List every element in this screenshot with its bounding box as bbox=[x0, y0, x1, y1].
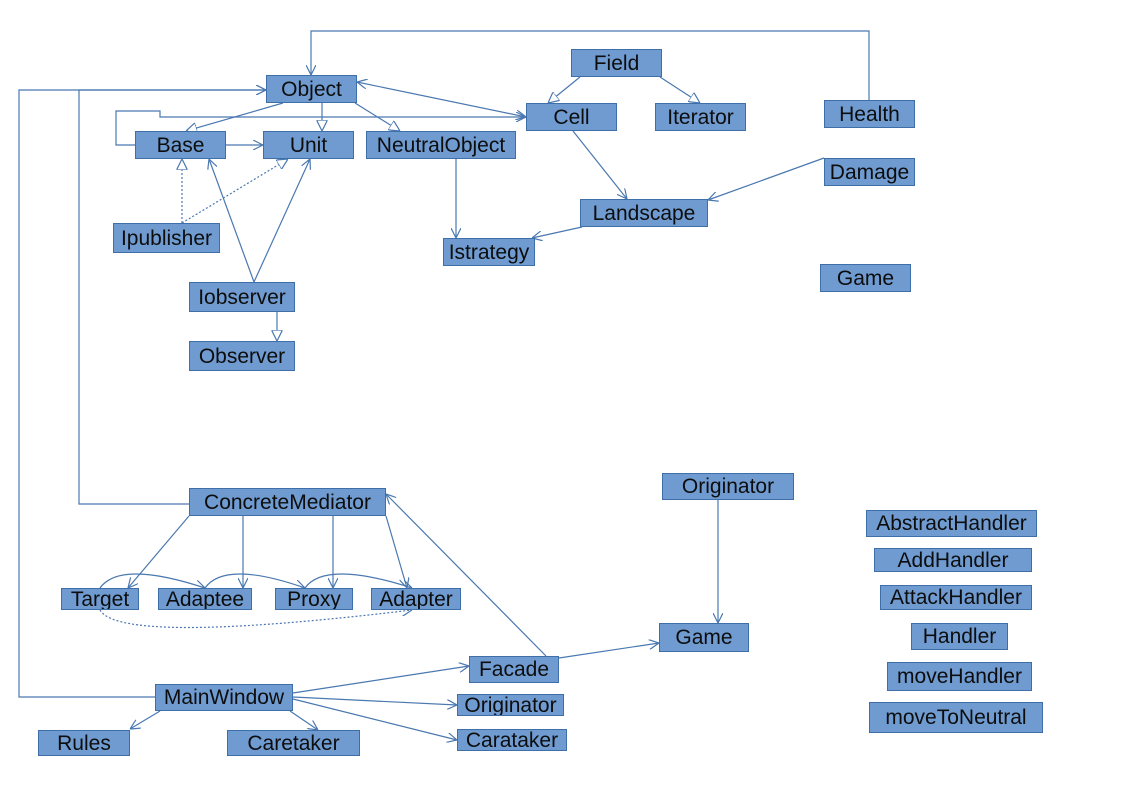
class-rules[interactable]: Rules bbox=[38, 730, 130, 756]
edge-object-to-cell bbox=[357, 82, 526, 117]
edge-mainwindow-to-rules bbox=[130, 710, 161, 729]
edge-damage-to-landscape bbox=[708, 157, 825, 200]
class-iterator[interactable]: Iterator bbox=[655, 103, 746, 131]
class-attackhandler[interactable]: AttackHandler bbox=[880, 585, 1032, 610]
class-observer[interactable]: Observer bbox=[189, 341, 295, 371]
class-health[interactable]: Health bbox=[824, 100, 915, 128]
class-iobserver[interactable]: Iobserver bbox=[189, 282, 295, 312]
edge-target-to-adaptee bbox=[99, 573, 205, 588]
class-concretemediator[interactable]: ConcreteMediator bbox=[189, 488, 386, 516]
class-istrategy[interactable]: Istrategy bbox=[443, 238, 535, 266]
class-originator-top[interactable]: Originator bbox=[662, 473, 794, 500]
class-landscape[interactable]: Landscape bbox=[580, 199, 708, 227]
class-object[interactable]: Object bbox=[266, 75, 357, 103]
edge-mainwindow-to-facade bbox=[292, 666, 469, 694]
edge-facade-to-concretemediator bbox=[386, 494, 547, 657]
class-proxy[interactable]: Proxy bbox=[275, 588, 353, 610]
edge-base-to-cell bbox=[115, 110, 526, 146]
class-target[interactable]: Target bbox=[61, 588, 139, 610]
class-movetoneutral[interactable]: moveToNeutral bbox=[869, 702, 1043, 733]
class-handler[interactable]: Handler bbox=[911, 623, 1008, 650]
edge-health-to-object bbox=[311, 30, 870, 100]
class-neutralobject[interactable]: NeutralObject bbox=[366, 131, 516, 159]
class-abstracthandler[interactable]: AbstractHandler bbox=[866, 510, 1037, 537]
class-base[interactable]: Base bbox=[135, 131, 226, 159]
class-unit[interactable]: Unit bbox=[263, 131, 354, 159]
class-addhandler[interactable]: AddHandler bbox=[874, 548, 1032, 572]
edge-concretemediator-to-target bbox=[128, 515, 190, 588]
edge-iobserver-to-unit bbox=[253, 159, 310, 283]
class-cell[interactable]: Cell bbox=[526, 103, 617, 131]
edge-ipublisher-to-unit bbox=[181, 159, 288, 224]
edge-landscape-to-istrategy bbox=[532, 226, 583, 238]
class-caretaker[interactable]: Caretaker bbox=[227, 730, 360, 756]
class-carataker[interactable]: Carataker bbox=[457, 729, 567, 751]
edge-cell-to-landscape bbox=[572, 130, 627, 199]
edge-target-to-adapter bbox=[99, 610, 412, 629]
class-movehandler[interactable]: moveHandler bbox=[887, 662, 1032, 691]
class-originator-bottom[interactable]: Originator bbox=[457, 694, 564, 716]
class-game-mid[interactable]: Game bbox=[659, 623, 749, 652]
class-ipublisher[interactable]: Ipublisher bbox=[113, 223, 220, 253]
class-adapter[interactable]: Adapter bbox=[371, 588, 461, 610]
edge-mainwindow-to-carataker bbox=[292, 698, 457, 740]
edge-facade-to-game-mid bbox=[558, 643, 659, 659]
class-game-top[interactable]: Game bbox=[820, 264, 911, 292]
edge-mainwindow-to-object bbox=[18, 90, 266, 698]
edge-mainwindow-to-caretaker bbox=[289, 710, 318, 730]
edge-field-to-cell bbox=[548, 76, 581, 103]
class-mainwindow[interactable]: MainWindow bbox=[155, 684, 293, 711]
edge-adaptee-to-proxy bbox=[204, 573, 305, 588]
edge-iobserver-to-base bbox=[209, 159, 255, 283]
class-facade[interactable]: Facade bbox=[469, 656, 559, 683]
edge-proxy-to-adapter bbox=[304, 573, 412, 588]
class-damage[interactable]: Damage bbox=[824, 158, 915, 186]
edge-concretemediator-to-adapter bbox=[385, 515, 407, 588]
class-adaptee[interactable]: Adaptee bbox=[158, 588, 252, 610]
class-field[interactable]: Field bbox=[571, 49, 662, 77]
edge-field-to-iterator bbox=[659, 76, 700, 103]
edge-mainwindow-to-originator-bottom bbox=[292, 696, 457, 705]
